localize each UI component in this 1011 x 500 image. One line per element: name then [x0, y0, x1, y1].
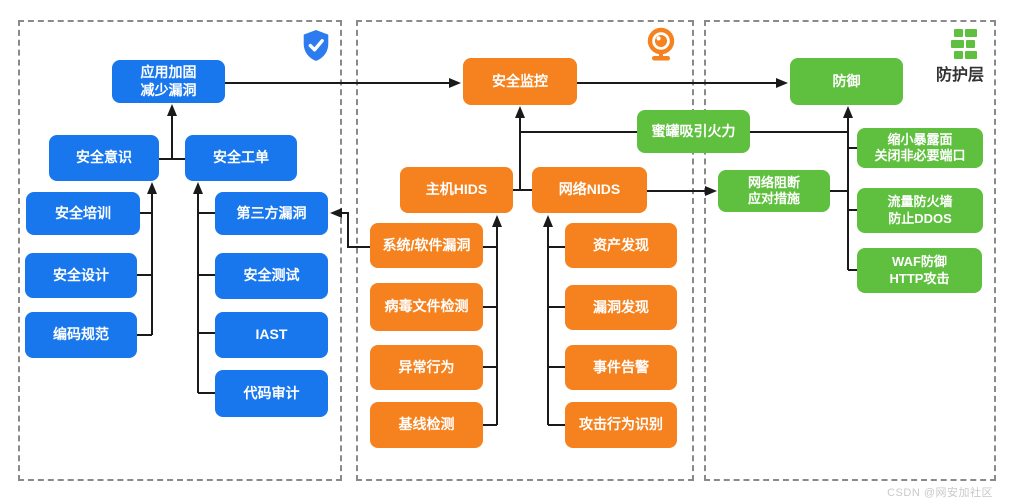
webcam-icon — [647, 27, 675, 61]
panel-build-layer — [18, 20, 342, 481]
watermark: CSDN @网安加社区 — [887, 487, 993, 499]
node-waf: WAF防御 HTTP攻击 — [857, 248, 982, 293]
node-asset-discovery: 资产发现 — [565, 223, 677, 268]
node-baseline-detect: 基线检测 — [370, 402, 483, 448]
node-third-party-vuln: 第三方漏洞 — [215, 192, 328, 235]
node-sec-awareness: 安全意识 — [49, 135, 159, 181]
node-coding-standard: 编码规范 — [25, 312, 137, 358]
node-abnormal-behavior: 异常行为 — [370, 345, 483, 390]
node-honeypot: 蜜罐吸引火力 — [637, 110, 750, 153]
panel-protect-layer — [704, 20, 996, 481]
node-iast: IAST — [215, 312, 328, 358]
node-traffic-firewall: 流量防火墙 防止DDOS — [857, 188, 983, 233]
node-virus-file-detect: 病毒文件检测 — [370, 283, 483, 331]
node-host-hids: 主机HIDS — [400, 167, 513, 213]
node-sec-testing: 安全测试 — [215, 253, 328, 299]
node-sec-ticket: 安全工单 — [185, 135, 297, 181]
node-sec-training: 安全培训 — [26, 192, 140, 235]
node-vuln-discovery: 漏洞发现 — [565, 285, 677, 330]
node-sec-monitoring: 安全监控 — [463, 58, 577, 105]
node-event-alert: 事件告警 — [565, 345, 677, 390]
panel-monitor-layer — [356, 20, 694, 481]
node-defense: 防御 — [790, 58, 903, 105]
node-sys-soft-vuln: 系统/软件漏洞 — [370, 223, 483, 268]
protect-layer-label: 防护层 — [935, 67, 984, 84]
node-sec-design: 安全设计 — [25, 253, 137, 298]
node-attack-recognition: 攻击行为识别 — [565, 402, 677, 448]
shield-check-icon — [303, 29, 329, 61]
node-app-hardening: 应用加固 减少漏洞 — [112, 60, 225, 103]
node-network-nids: 网络NIDS — [532, 167, 647, 213]
brick-wall-icon — [951, 29, 977, 59]
node-network-block: 网络阻断 应对措施 — [718, 170, 830, 212]
node-code-audit: 代码审计 — [215, 370, 328, 417]
node-reduce-exposure: 缩小暴露面 关闭非必要端口 — [857, 128, 983, 168]
